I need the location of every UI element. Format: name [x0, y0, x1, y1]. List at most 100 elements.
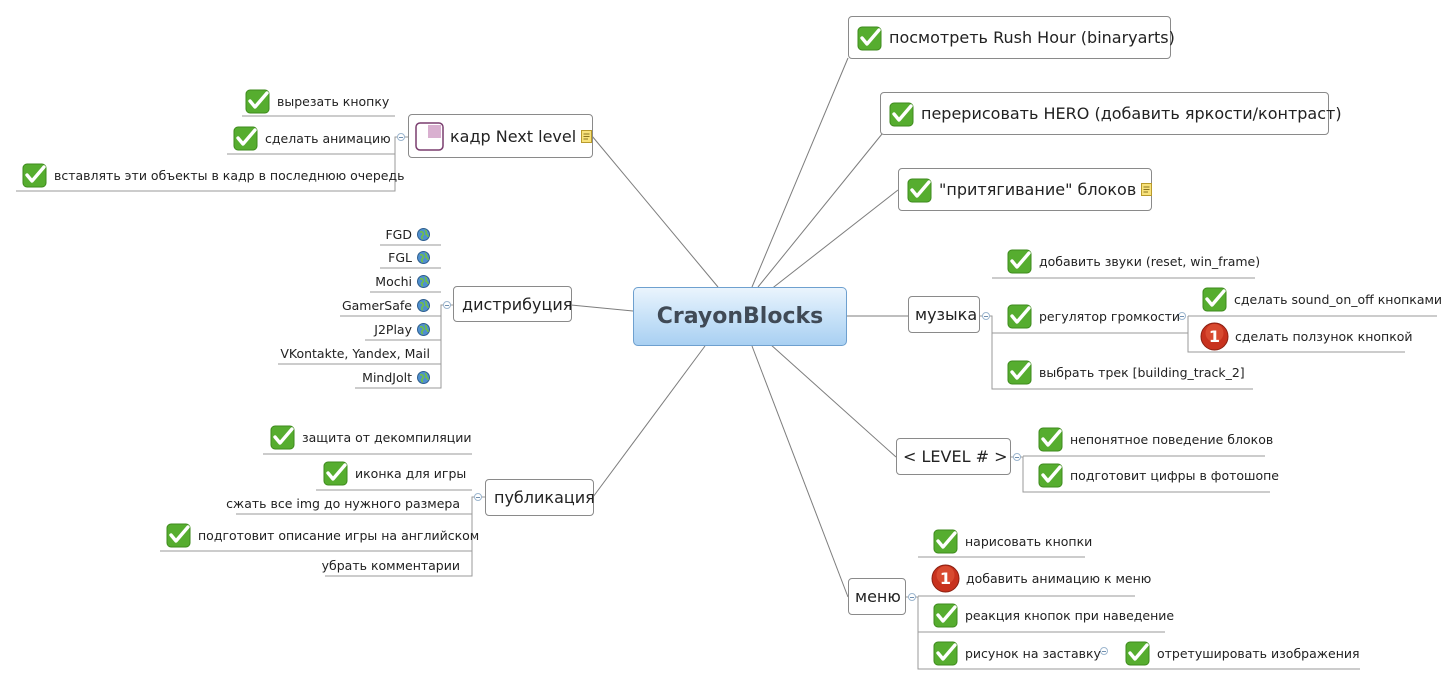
- topic-attraction[interactable]: "притягивание" блоков: [898, 168, 1153, 211]
- menu-item[interactable]: нарисовать кнопки: [933, 526, 1092, 556]
- note-icon: [1141, 183, 1153, 196]
- item-label: выбрать трек [building_track_2]: [1039, 364, 1245, 380]
- topic-label: посмотреть Rush Hour (binaryarts): [889, 28, 1175, 47]
- check-icon: [233, 126, 258, 151]
- priority-number: 1: [1209, 327, 1220, 346]
- distribution-item[interactable]: VKontakte, Yandex, Mail: [270, 343, 430, 363]
- topic-distribution[interactable]: дистрибуция: [453, 286, 572, 322]
- topic-level[interactable]: < LEVEL # >: [896, 438, 1011, 475]
- collapse-toggle[interactable]: [1013, 453, 1021, 461]
- menu-item[interactable]: 1 добавить анимацию к меню: [931, 563, 1151, 594]
- check-icon: [1202, 287, 1227, 312]
- publication-item[interactable]: сжать все img до нужного размера: [220, 493, 460, 513]
- publication-item[interactable]: убрать комментарии: [300, 555, 460, 575]
- collapse-toggle[interactable]: [908, 593, 916, 601]
- item-label: подготовит описание игры на английском: [198, 527, 480, 543]
- level-item[interactable]: непонятное поведение блоков: [1038, 424, 1273, 454]
- item-label: FGD: [385, 226, 412, 242]
- topic-publication[interactable]: публикация: [485, 479, 595, 516]
- publication-item[interactable]: подготовит описание игры на английском: [166, 520, 479, 550]
- menu-item[interactable]: реакция кнопок при наведение: [933, 600, 1174, 630]
- collapse-toggle[interactable]: [474, 493, 482, 501]
- check-icon: [22, 163, 47, 188]
- music-item[interactable]: регулятор громкости: [1007, 301, 1180, 331]
- kadr-item[interactable]: вставлять эти объекты в кадр в последнюю…: [22, 160, 404, 190]
- topic-label: < LEVEL # >: [903, 447, 1008, 466]
- collapse-toggle[interactable]: [982, 312, 990, 320]
- check-icon: [1038, 427, 1063, 452]
- collapse-toggle[interactable]: [1100, 647, 1108, 655]
- collapse-toggle[interactable]: [397, 133, 405, 141]
- check-icon: [1007, 360, 1032, 385]
- topic-hero[interactable]: перерисовать HERO (добавить яркости/конт…: [880, 92, 1342, 135]
- distribution-item[interactable]: J2Play: [300, 319, 430, 339]
- item-label: VKontakte, Yandex, Mail: [280, 345, 430, 361]
- topic-label: кадр Next level: [450, 126, 577, 146]
- check-icon: [166, 523, 191, 548]
- central-topic[interactable]: CrayonBlocks: [633, 287, 847, 346]
- splash-sub-item[interactable]: отретушировать изображения: [1125, 638, 1360, 668]
- publication-item[interactable]: иконка для игры: [323, 458, 466, 488]
- topic-rush-hour[interactable]: посмотреть Rush Hour (binaryarts): [848, 16, 1175, 59]
- topic-music[interactable]: музыка: [908, 296, 980, 333]
- item-label: сжать все img до нужного размера: [226, 495, 460, 511]
- distribution-item[interactable]: FGD: [300, 224, 430, 244]
- level-item[interactable]: подготовит цифры в фотошопе: [1038, 460, 1279, 490]
- item-label: добавить анимацию к меню: [966, 571, 1152, 586]
- topic-label: музыка: [915, 305, 978, 324]
- distribution-item[interactable]: FGL: [300, 247, 430, 267]
- item-label: реакция кнопок при наведение: [965, 607, 1175, 623]
- volume-sub-item[interactable]: сделать sound_on_off кнопками: [1202, 284, 1442, 314]
- publication-item[interactable]: защита от декомпиляции: [270, 422, 472, 452]
- check-icon: [1007, 249, 1032, 274]
- priority-1-icon: 1: [1200, 322, 1229, 350]
- topic-kadr-next-level[interactable]: кадр Next level: [408, 114, 593, 158]
- menu-item[interactable]: рисунок на заставку: [933, 638, 1101, 668]
- item-label: иконка для игры: [355, 465, 467, 481]
- item-label: непонятное поведение блоков: [1070, 431, 1274, 447]
- item-label: вырезать кнопку: [277, 93, 390, 109]
- check-icon: [933, 641, 958, 666]
- collapse-toggle[interactable]: [1178, 312, 1186, 320]
- item-label: защита от декомпиляции: [302, 429, 472, 445]
- check-icon: [1125, 641, 1150, 666]
- item-label: убрать комментарии: [321, 557, 460, 573]
- item-label: регулятор громкости: [1039, 308, 1180, 324]
- check-icon: [1038, 463, 1063, 488]
- distribution-item[interactable]: GamerSafe: [300, 295, 430, 315]
- item-label: нарисовать кнопки: [965, 533, 1093, 549]
- image-icon: [415, 121, 444, 151]
- topic-label: дистрибуция: [462, 294, 573, 314]
- music-item[interactable]: добавить звуки (reset, win_frame): [1007, 246, 1260, 276]
- item-label: добавить звуки (reset, win_frame): [1039, 253, 1261, 269]
- item-label: подготовит цифры в фотошопе: [1070, 467, 1280, 483]
- item-label: вставлять эти объекты в кадр в последнюю…: [54, 167, 405, 183]
- music-item[interactable]: выбрать трек [building_track_2]: [1007, 357, 1245, 387]
- globe-icon: [417, 298, 430, 312]
- priority-number: 1: [940, 569, 951, 588]
- item-label: рисунок на заставку: [965, 645, 1101, 661]
- distribution-item[interactable]: Mochi: [300, 271, 430, 291]
- globe-icon: [417, 322, 430, 336]
- topic-menu[interactable]: меню: [848, 578, 906, 615]
- distribution-item[interactable]: MindJolt: [300, 367, 430, 387]
- check-icon: [907, 178, 932, 202]
- item-label: MindJolt: [362, 369, 412, 385]
- item-label: J2Play: [374, 321, 412, 337]
- collapse-toggle[interactable]: [443, 301, 451, 309]
- check-icon: [933, 603, 958, 628]
- item-label: отретушировать изображения: [1157, 645, 1360, 661]
- globe-icon: [417, 227, 430, 241]
- item-label: сделать анимацию: [265, 130, 391, 146]
- globe-icon: [417, 370, 430, 384]
- volume-sub-item[interactable]: 1 сделать ползунок кнопкой: [1200, 321, 1413, 351]
- check-icon: [270, 425, 295, 450]
- topic-label: "притягивание" блоков: [939, 180, 1137, 199]
- central-topic-label: CrayonBlocks: [656, 304, 824, 329]
- kadr-item[interactable]: вырезать кнопку: [245, 86, 389, 116]
- check-icon: [323, 461, 348, 486]
- check-icon: [857, 26, 882, 50]
- item-label: Mochi: [375, 273, 412, 289]
- topic-label: публикация: [494, 488, 595, 507]
- kadr-item[interactable]: сделать анимацию: [233, 123, 391, 153]
